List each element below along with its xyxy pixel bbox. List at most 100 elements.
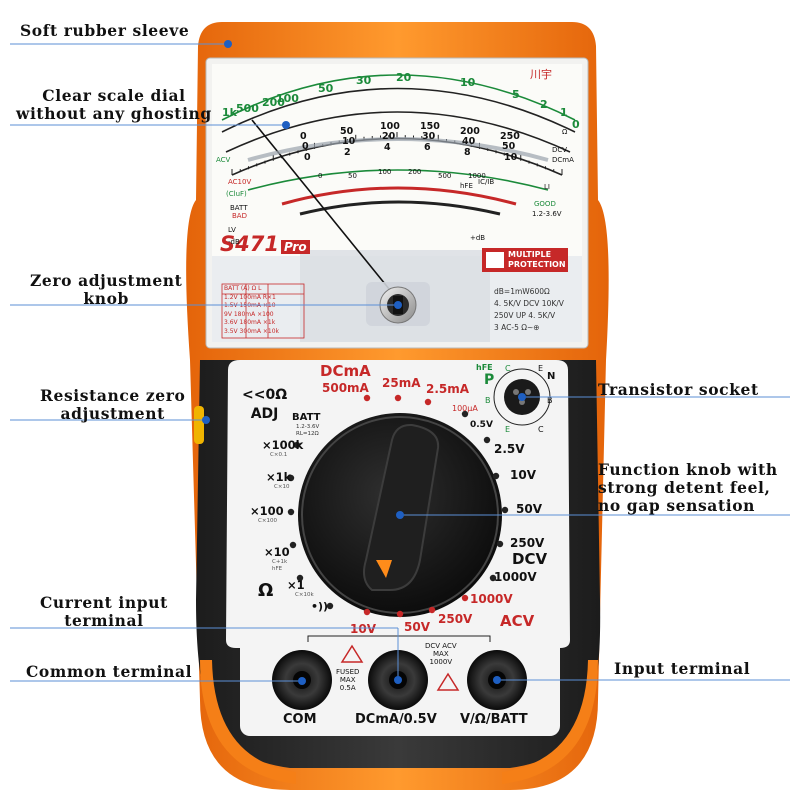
terminal-jacks <box>272 650 527 710</box>
dcv-scale-number: 10 <box>504 151 518 163</box>
dcv-scale-number: 50 <box>502 140 516 152</box>
dcv-range-label: 250V <box>510 536 545 550</box>
ohm-scale-number: 5 <box>512 88 520 101</box>
ohm-range-label: ×1 <box>287 578 305 592</box>
batt-table-row: 1.5V 150mA ×10 <box>224 302 276 310</box>
ohm-scale-number: 200 <box>262 96 285 109</box>
hfe-scale-number: 1000 <box>468 172 486 180</box>
dcv-scale-number: 20 <box>382 130 396 142</box>
dcv-range-label: 2.5V <box>494 442 525 456</box>
ohm-scale-number: 20 <box>396 71 412 84</box>
dcv-scale-number: 8 <box>464 146 471 158</box>
ohm-scale-number: 1k <box>222 106 237 119</box>
scale-label: LI <box>544 183 550 191</box>
acv-title: ACV <box>500 612 535 630</box>
ohm-scale-number: 100 <box>276 92 299 105</box>
ohm-range-sub: C×0.1 <box>270 452 288 458</box>
ohm-scale-number: 500 <box>236 102 259 115</box>
range-100ua: 100μA <box>452 404 478 413</box>
v-terminal-label: V/Ω/BATT <box>460 712 528 727</box>
scale-label: (CluF) <box>226 190 247 198</box>
scale-label: Ω <box>562 128 568 136</box>
dcv-scale-number: 200 <box>460 125 480 137</box>
dcv-scale-number: 30 <box>422 130 436 142</box>
scale-label: BAD <box>232 212 247 220</box>
acv-range-label: 250V <box>438 612 473 626</box>
hfe-scale-number: 200 <box>408 168 422 176</box>
warning-triangle-fused <box>340 644 364 663</box>
pin-b-p: B <box>485 396 491 405</box>
range-2-5ma: 2.5mA <box>426 382 470 396</box>
callout-resistance-zero-adjustment: Resistance zero adjustment <box>40 386 186 423</box>
ohm-scale-number: 0 <box>572 118 580 131</box>
batt-table <box>221 283 305 339</box>
hfe-scale-number: 0 <box>318 172 323 180</box>
range-500ma: 500mA <box>322 381 369 395</box>
dcv-scale-number: 6 <box>424 141 431 153</box>
ohm-range-label: ×100 <box>250 504 284 518</box>
scale-label: DCV <box>552 146 568 154</box>
hfe-range-sub: hFE <box>272 566 283 572</box>
pin-e-n: E <box>538 364 544 373</box>
dcv-scale-number: 50 <box>340 125 354 137</box>
ohm-range-sub: C+1k <box>272 559 288 565</box>
spec-line: 4. 5K/V DCV 10K/V <box>494 299 564 308</box>
pnp-label: P <box>484 372 495 388</box>
npn-label: N <box>547 371 556 382</box>
dcv-range-label: 1000V <box>494 570 537 584</box>
batt-table-header: BATT (A) Ω L <box>224 285 262 292</box>
hfe-scale-number: 50 <box>348 172 357 180</box>
hfe-scale-number: 100 <box>378 168 392 176</box>
scale-label: AC10V <box>228 178 252 186</box>
hfe-label: hFE <box>476 363 493 372</box>
ohm-range-label: ×1k <box>266 470 292 484</box>
ohm-scale-number: 50 <box>318 82 334 95</box>
dcv-scale-number: 250 <box>500 130 520 142</box>
batt-table-row: 9V 180mA ×100 <box>224 310 274 318</box>
ohm-scale-number: 2 <box>540 98 548 111</box>
callout-zero-adjustment-knob: Zero adjustment knob <box>30 271 183 308</box>
range-25ma: 25mA <box>382 376 421 390</box>
zero-adjust-screw <box>366 282 430 326</box>
scale-label: +dB <box>470 234 486 242</box>
batt-range: BATT <box>292 412 321 423</box>
ohm-range-label: ×100k <box>262 438 304 452</box>
dcv-scale-number: 100 <box>380 120 400 132</box>
scale-label: IC/IB <box>478 178 495 186</box>
scale-label: 1.2-3.6V <box>532 210 562 218</box>
dcv-scale-number: 40 <box>462 135 476 147</box>
continuity-beeper: •)) <box>311 600 329 613</box>
dcv-title: DCV <box>512 550 548 568</box>
dcv-scale-number: 0 <box>302 140 309 152</box>
spec-line: dB=1mW600Ω <box>494 287 550 296</box>
scale-label: hFE <box>460 182 473 190</box>
pin-c-n: C <box>538 425 544 434</box>
dcv-scale-number: 10 <box>342 135 356 147</box>
pin-c-p: C <box>505 364 511 373</box>
dcv-range-label: 0.5V <box>470 420 493 430</box>
com-terminal-label: COM <box>283 712 317 727</box>
function-knob-pointer <box>363 423 440 591</box>
dcma-terminal-label: DCmA/0.5V <box>355 712 437 727</box>
dcv-range-label: 50V <box>516 502 542 516</box>
meter-needle <box>251 119 399 301</box>
callout-function-knob: Function knob with strong detent feel, n… <box>598 460 778 515</box>
hfe-scale-number: 500 <box>438 172 452 180</box>
dcv-scale-number: 150 <box>420 120 440 132</box>
dcv-range-label: 10V <box>510 468 536 482</box>
batt-table-row: 1.2V 100mA R×1 <box>224 293 276 301</box>
scale-label: DCmA <box>552 156 574 164</box>
spec-line: 3 AC-5 Ω~⊕ <box>494 323 540 332</box>
batt-table-row: 3.6V 180mA ×1k <box>224 319 276 327</box>
callout-clear-scale-dial: Clear scale dial without any ghosting <box>16 86 212 123</box>
callout-input-terminal: Input terminal <box>614 659 751 678</box>
ohm-symbol: Ω <box>258 580 274 601</box>
ohm-range-label: ×10 <box>264 545 290 559</box>
scale-label: GOOD <box>534 200 556 208</box>
dcv-scale-number: 0 <box>304 151 311 163</box>
